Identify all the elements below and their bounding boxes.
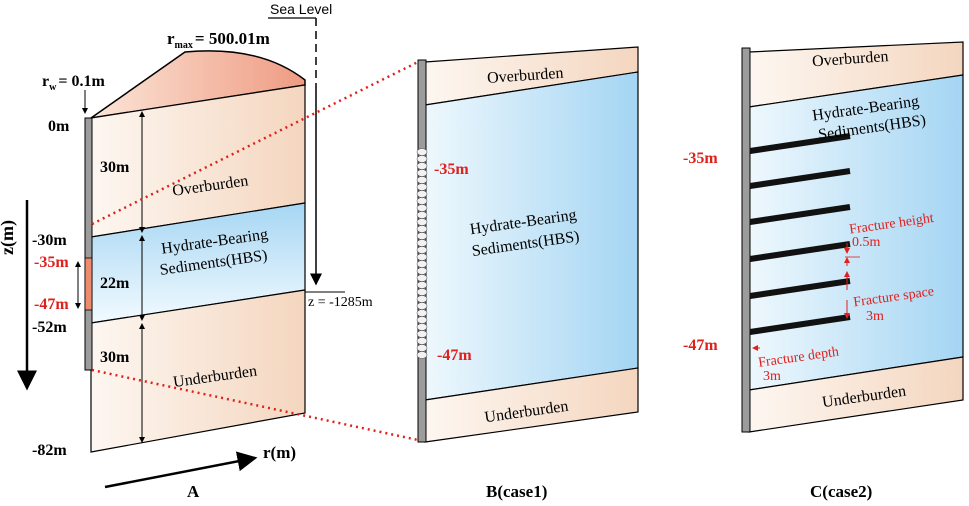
fracture-height-value: 0.5m xyxy=(852,235,881,250)
perforation-zone-b xyxy=(416,148,428,359)
perforation-bead xyxy=(416,267,428,275)
perforation-bead xyxy=(416,183,428,191)
perforation-bead xyxy=(416,190,428,198)
panel-b-caption: B(case1) xyxy=(486,482,547,501)
underburden-thickness: 30m xyxy=(100,349,130,366)
perforation-bead xyxy=(416,309,428,317)
perforation-bead xyxy=(416,253,428,261)
perforation-bead xyxy=(416,211,428,219)
perforation-bead xyxy=(416,246,428,254)
perforation-bead xyxy=(416,176,428,184)
panel-a: rmax= 500.01m Sea Level rw= 0.1m 0m -30m… xyxy=(0,1,373,501)
depth-52-label: -52m xyxy=(32,319,67,336)
perforation-bead xyxy=(416,337,428,345)
wellbore-a xyxy=(84,117,93,371)
fracture xyxy=(749,168,851,189)
overburden-thickness: 30m xyxy=(100,159,130,176)
perforation-bead xyxy=(416,218,428,226)
fracture xyxy=(749,314,851,335)
panel-c: Fracture height 0.5m Fracture space 3m F… xyxy=(683,41,964,501)
depth-47-label-c: -47m xyxy=(683,337,718,354)
perforation-bead xyxy=(416,148,428,156)
perforation-bead xyxy=(416,197,428,205)
depth-0-label: 0m xyxy=(48,118,70,135)
depth-47-label: -47m xyxy=(34,296,69,313)
perforation-bead xyxy=(416,239,428,247)
overburden-label-c: Overburden xyxy=(812,48,889,70)
overburden-label-b: Overburden xyxy=(487,65,564,87)
fracture xyxy=(749,241,851,262)
depth-82-label: -82m xyxy=(32,442,67,459)
perforation-bead xyxy=(416,274,428,282)
rmax-label: rmax= 500.01m xyxy=(167,29,270,51)
fracture-depth-value: 3m xyxy=(763,369,781,384)
panel-b: Overburden Hydrate-Bearing Sediments(HBS… xyxy=(416,46,639,501)
perforation-bead xyxy=(416,288,428,296)
perforation-bead xyxy=(416,302,428,310)
perforation-bead xyxy=(416,204,428,212)
perforation-bead xyxy=(416,169,428,177)
perforation-zone-a xyxy=(84,257,93,311)
perforation-bead xyxy=(416,225,428,233)
depth-35-label: -35m xyxy=(34,254,69,271)
z-axis-label: z(m) xyxy=(0,220,18,255)
perforation-bead xyxy=(416,295,428,303)
hbs-thickness: 22m xyxy=(100,275,130,292)
zoom-connector-bottom xyxy=(91,368,419,442)
perforation-bead xyxy=(416,344,428,352)
underburden-layer-a xyxy=(90,289,306,453)
perforation-bead xyxy=(416,232,428,240)
perforation-bead xyxy=(416,323,428,331)
fractures xyxy=(749,133,851,335)
fracture-space-value: 3m xyxy=(866,309,884,324)
depth-47-label-b: -47m xyxy=(437,347,472,364)
depth-35-label-c: -35m xyxy=(683,150,718,167)
sea-depth-label: z = -1285m xyxy=(308,295,373,310)
perforation-bead xyxy=(416,351,428,359)
panel-a-caption: A xyxy=(187,482,200,501)
rw-label: rw= 0.1m xyxy=(42,73,105,93)
perforation-bead xyxy=(416,281,428,289)
panel-c-caption: C(case2) xyxy=(810,482,872,501)
sea-level-label: Sea Level xyxy=(270,1,332,17)
perforation-bead xyxy=(416,162,428,170)
perforation-bead xyxy=(416,316,428,324)
fracture xyxy=(749,133,851,154)
perforation-bead xyxy=(416,260,428,268)
fracture xyxy=(749,278,851,299)
perforation-bead xyxy=(416,330,428,338)
depth-35-label-b: -35m xyxy=(434,161,469,178)
fracture xyxy=(749,204,851,225)
perforation-bead xyxy=(416,155,428,163)
r-axis-label: r(m) xyxy=(263,443,296,462)
cylinder-top xyxy=(90,50,306,119)
depth-30-label: -30m xyxy=(32,232,67,249)
wellbore-c xyxy=(741,47,751,433)
zoom-connector-top xyxy=(91,60,419,226)
